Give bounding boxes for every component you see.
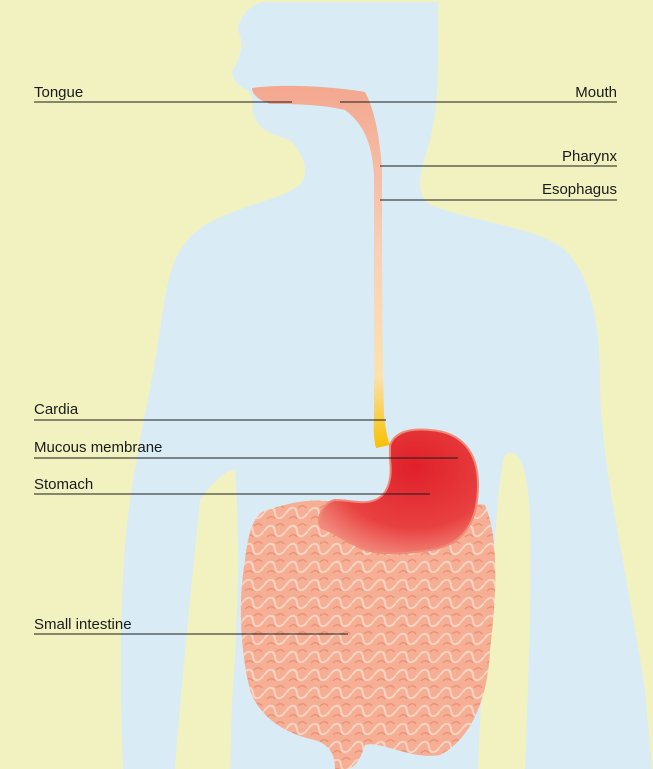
label-pharynx: Pharynx [562,148,617,165]
label-tongue: Tongue [34,84,83,101]
label-small-intestine: Small intestine [34,616,132,633]
label-cardia: Cardia [34,401,78,418]
label-stomach: Stomach [34,476,93,493]
label-mucous-membrane: Mucous membrane [34,439,162,456]
label-mouth: Mouth [575,84,617,101]
label-esophagus: Esophagus [542,181,617,198]
